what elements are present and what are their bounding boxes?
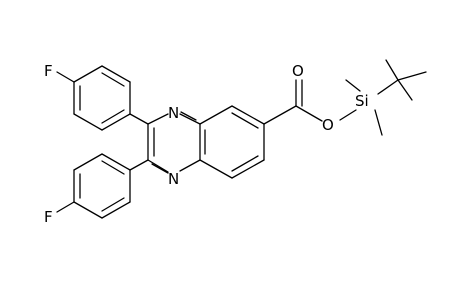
bond [199,159,233,179]
bond [101,197,125,212]
ester-oxygen-label: O [322,116,334,134]
bond [73,113,103,131]
bond [180,111,197,121]
bond [231,112,259,129]
carbonyl-oxygen-label: O [292,62,304,80]
bond [73,65,103,83]
bond [231,159,265,179]
bond [345,79,361,92]
upper-fluorophenyl-ring [56,65,149,131]
bond [147,113,169,125]
bond [199,105,233,125]
bond [397,71,427,81]
bond [263,105,297,125]
silicon-label: Si [355,92,369,110]
bond [231,155,259,172]
bond [129,113,149,125]
bond [179,113,201,125]
bond [295,105,323,122]
bond [339,109,357,121]
bond [101,65,131,83]
bond [129,159,149,171]
bond [101,153,131,171]
fluorine-label-top: F [44,62,53,80]
nitrogen-label-bottom: N [168,170,179,188]
bond [147,159,169,173]
bond [385,59,399,81]
fluorine-label-bottom: F [44,208,53,226]
bond [179,159,201,172]
bond [151,163,169,174]
bond [377,79,399,95]
bond [101,109,125,124]
bond [101,160,125,175]
bond [231,105,265,125]
bond [397,79,413,101]
bond [101,201,131,219]
bond [56,71,75,83]
lower-fluorophenyl-ring [56,153,149,219]
silyl-ester-group [263,59,427,136]
nitrogen-label-top: N [168,104,179,122]
bond [73,201,103,219]
bond [73,153,103,171]
bond [101,72,125,87]
pyrazine-ring [147,111,201,174]
bond [56,201,75,213]
benzo-ring [199,105,265,179]
bond [374,109,383,136]
bond [101,113,131,131]
